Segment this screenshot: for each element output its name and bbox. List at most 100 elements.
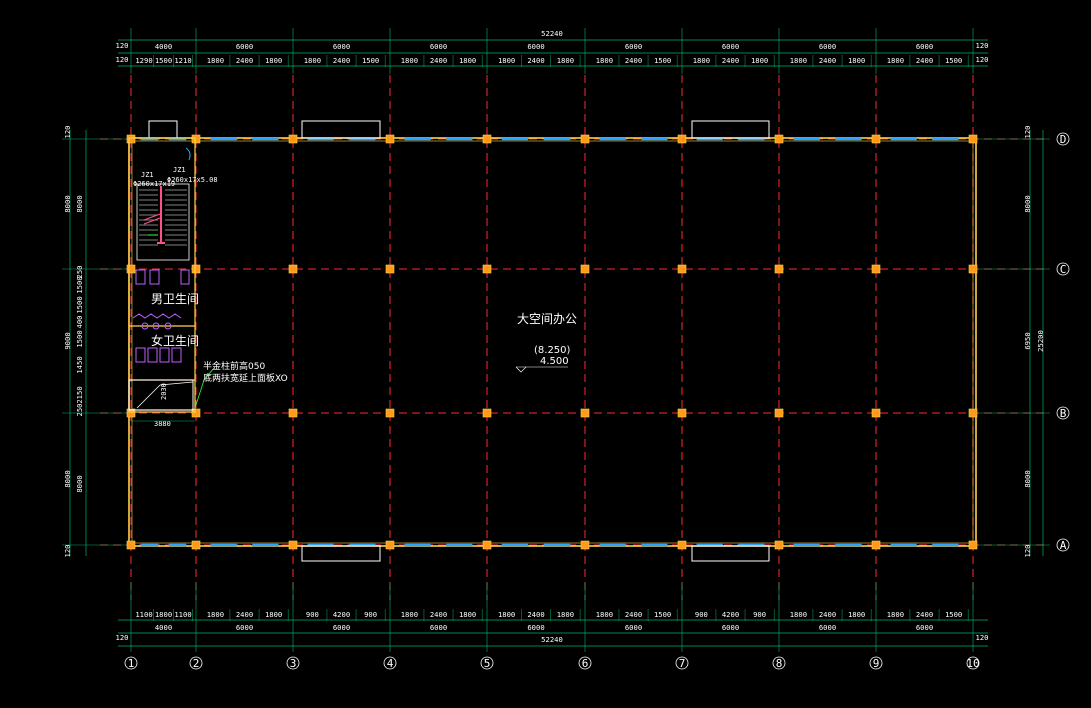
bottom-opening-27: 1500 [945,610,962,619]
toilet-fixture [159,347,170,363]
column [385,540,395,550]
axis-label-4: 4 [387,657,394,670]
top-opening-1: 1290 [135,56,152,65]
top-opening-24: 1800 [848,56,865,65]
column [677,264,687,274]
axis-label-2: 2 [193,657,200,670]
axis-bubble-10 [966,656,980,670]
top-opening-10: 1800 [401,56,418,65]
top-span-4: 6000 [430,42,447,51]
wc-width-dim: 3880 [154,420,171,428]
bottom-opening-15: 1800 [557,610,574,619]
left-inner-dim-5: 400 [75,316,84,329]
level-lower: 4.500 [540,356,569,367]
bottom-opening-18: 1500 [654,610,671,619]
door-openings [148,120,770,562]
top-opening-13: 1800 [498,56,515,65]
axis-label-D: D [1060,133,1067,146]
left-inner-dim-6: 1500 [75,330,84,347]
sink-fixture [164,322,172,330]
column [126,540,136,550]
column [126,264,136,274]
construction-note: 半金柱前高050 底两扶宽延上面板XO [194,360,288,409]
top-opening-26: 2400 [916,56,933,65]
bottom-opening-26: 2400 [916,610,933,619]
left-outer-dim-5: 120 [63,545,72,558]
bottom-opening-11: 2400 [430,610,447,619]
toilet-fixture [135,269,146,285]
right-outer-dim-3: 6950 [1023,332,1032,349]
top-opening-6: 1800 [265,56,282,65]
top-opening-5: 2400 [236,56,253,65]
column [482,264,492,274]
top-opening-18: 1500 [654,56,671,65]
axis-label-C: C [1060,263,1067,276]
top-opening-7: 1800 [304,56,321,65]
axis-label-1: 1 [128,657,135,670]
column [580,134,590,144]
column [126,408,136,418]
window-openings [140,137,959,547]
bottom-opening-14: 2400 [527,610,544,619]
column [677,134,687,144]
note-line-1: 半金柱前高050 [203,360,265,372]
column [677,408,687,418]
toilet-fixtures [132,269,190,363]
bottom-opening-16: 1800 [596,610,613,619]
axis-bubble-D [1056,132,1070,146]
column [288,134,298,144]
column [968,408,978,418]
axis-bubble-8 [772,656,786,670]
right-outer-dim-5: 120 [1023,545,1032,558]
stair-core: JZ1 JZ1 Φ260x17x19 Φ260x17x5.08 [128,137,218,413]
bottom-span-1: 4000 [155,623,172,632]
left-outer-dim-3: 9000 [63,332,72,349]
axis-bubble-3 [286,656,300,670]
structural-columns [126,134,978,550]
top-left-end-dim: 120 [116,41,129,50]
left-inner-dim-4: 1500 [75,296,84,313]
dimension-lines [62,28,1050,652]
axis-label-9: 9 [873,657,880,670]
bottom-span-5: 6000 [527,623,544,632]
column [385,408,395,418]
column [871,134,881,144]
top-opening-14: 2400 [527,56,544,65]
left-inner-dim-2: 250 [75,266,84,279]
bottom-opening-6: 1800 [265,610,282,619]
column [871,408,881,418]
column [288,264,298,274]
axis-bubble-C [1056,262,1070,276]
top-opening-15: 1800 [557,56,574,65]
top-opening-21: 1800 [751,56,768,65]
bottom-span-3: 6000 [333,623,350,632]
bottom-overall-dim: 52240 [541,635,563,644]
urinal-fixture [180,269,190,285]
right-outer-dim-2: 8000 [1023,195,1032,212]
column [191,540,201,550]
stair-spec-1: Φ260x17x19 [133,180,175,188]
column [871,540,881,550]
bottom-opening-20: 4200 [722,610,739,619]
axis-bubble-A [1056,538,1070,552]
main-room: 大空间办公 (8.250) 4.500 [515,311,577,373]
axis-bubble-B [1056,406,1070,420]
restrooms: 男卫生间 女卫生间 2030 3880 [128,269,199,428]
top-span-1: 4000 [155,42,172,51]
column [968,540,978,550]
stair-label-1: JZ1 [141,171,154,179]
bottom-opening-22: 1800 [790,610,807,619]
axis-bubble-4 [383,656,397,670]
axis-bubble-6 [578,656,592,670]
axis-label-B: B [1060,407,1067,420]
toilet-fixture [149,269,160,285]
top-overall-dim: 52240 [541,29,563,38]
bottom-opening-12: 1800 [459,610,476,619]
